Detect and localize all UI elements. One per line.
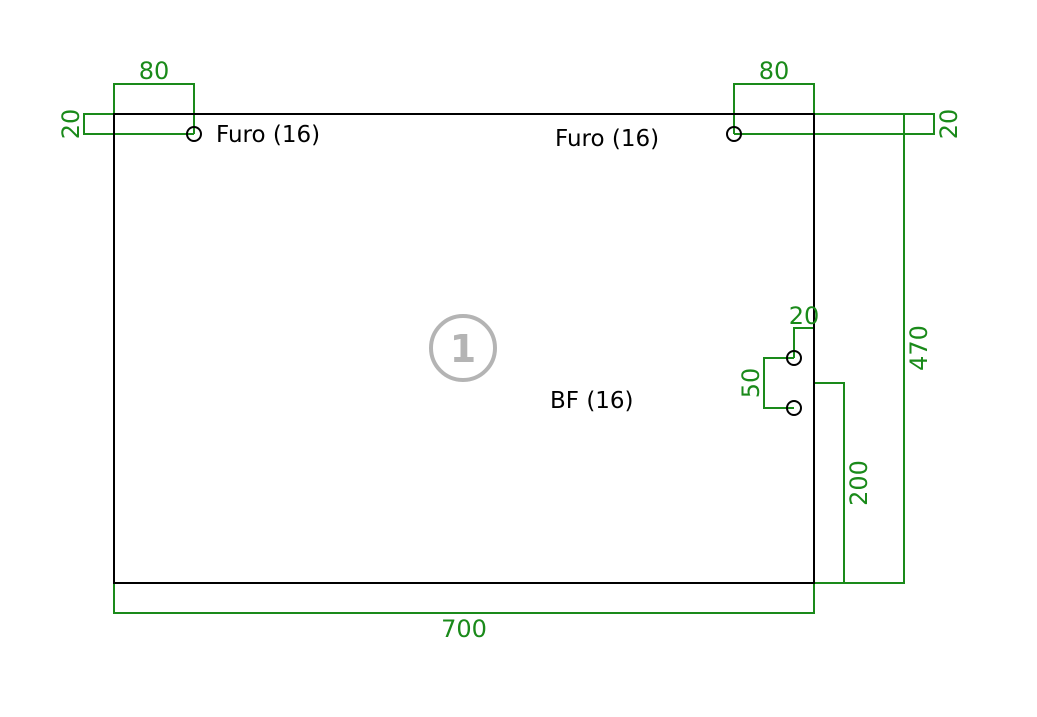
dim-label-width-700: 700 — [441, 615, 487, 643]
part-number: 1 — [450, 327, 476, 371]
dim-line-side-20 — [793, 327, 815, 358]
hole-top-left — [186, 126, 202, 142]
dim-line-side-50 — [763, 357, 794, 409]
part-number-badge — [429, 314, 497, 382]
dim-label-top-right-80: 80 — [759, 57, 790, 85]
dim-label-side-200: 200 — [845, 460, 873, 506]
hole-top-right — [726, 126, 742, 142]
dim-label-side-50: 50 — [737, 368, 765, 399]
dim-line-side-200 — [814, 382, 845, 584]
dim-label-top-left-20: 20 — [57, 109, 85, 140]
hole-side-upper — [786, 350, 802, 366]
dim-line-width-700 — [113, 583, 815, 614]
hole-side-lower — [786, 400, 802, 416]
dim-label-top-right-20: 20 — [935, 109, 963, 140]
dim-line-top-right-80 — [733, 83, 815, 134]
dim-line-height-470 — [814, 113, 905, 584]
part-outline — [113, 113, 815, 584]
dim-label-height-470: 470 — [905, 325, 933, 371]
hole-label-top-right: Furo (16) — [555, 126, 659, 152]
hole-label-side: BF (16) — [550, 388, 634, 414]
hole-label-top-left: Furo (16) — [216, 122, 320, 148]
dim-label-top-left-80: 80 — [139, 57, 170, 85]
dim-line-top-left-80 — [113, 83, 195, 134]
dim-label-side-20: 20 — [789, 302, 820, 330]
dim-line-top-left-20 — [83, 113, 194, 135]
